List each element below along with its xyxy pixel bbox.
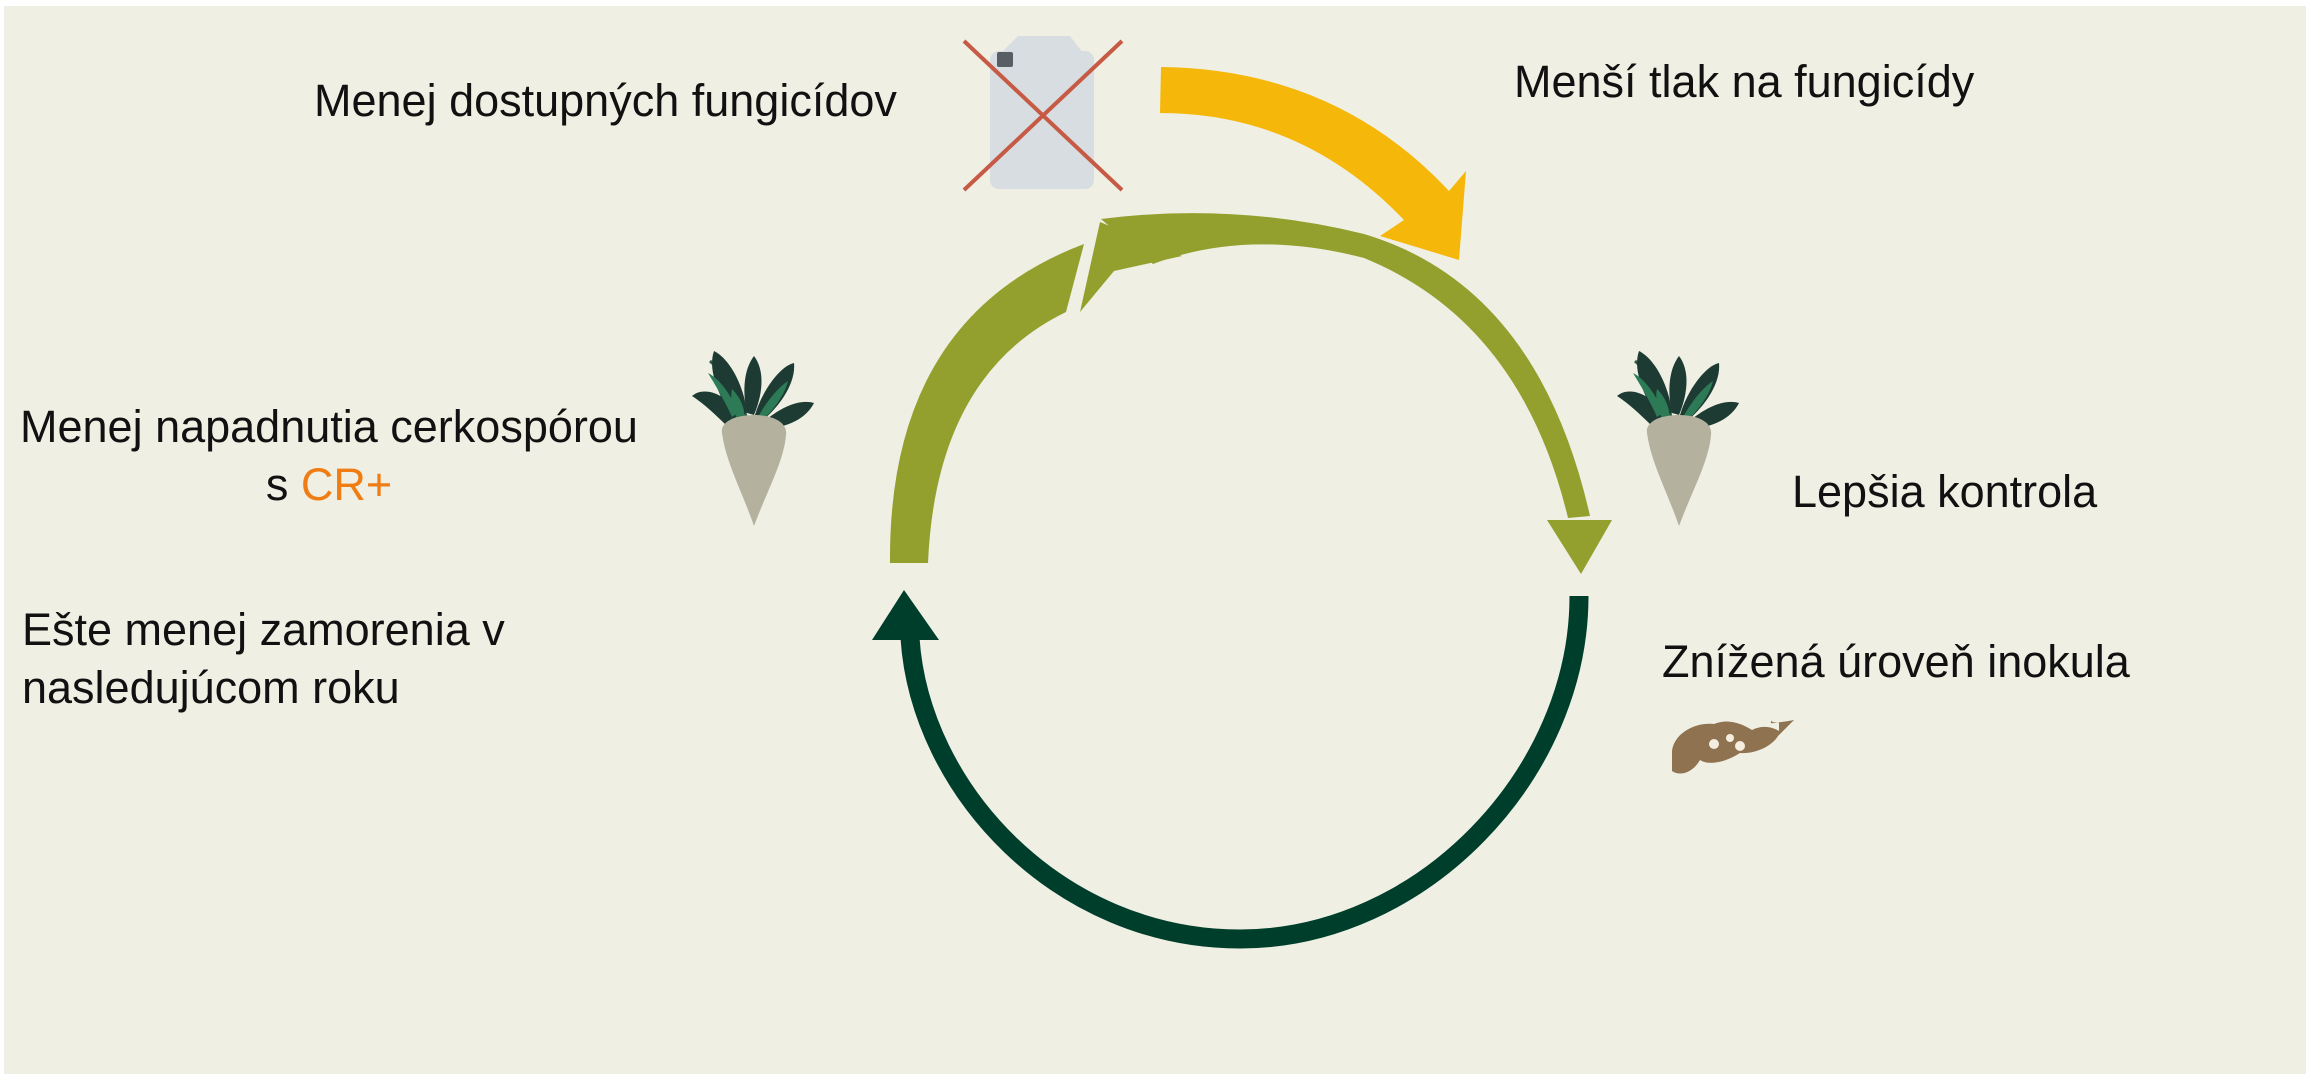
label-less-infection: Menej napadnutia cerkospórou s CR+ xyxy=(20,398,638,513)
olive-arrow-left-head xyxy=(1080,222,1182,312)
arrows-layer xyxy=(690,36,1794,949)
label-fewer-fungicides: Menej dostupných fungicídov xyxy=(314,75,897,126)
label-even-less-line1: Ešte menej zamorenia v xyxy=(22,604,505,655)
olive-arrow-right-head xyxy=(1547,520,1612,574)
cycle-diagram: Menej dostupných fungicídov Menší tlak n… xyxy=(4,6,2306,1074)
dark-arrow-bottom xyxy=(900,595,1589,949)
label-better-control: Lepšia kontrola xyxy=(1792,466,2098,517)
label-less-infection-line2: s CR+ xyxy=(20,456,638,514)
label-less-infection-prefix: s xyxy=(265,458,301,510)
olive-arrow-left xyxy=(889,244,1084,563)
label-even-less: Ešte menej zamorenia v nasledujúcom roku xyxy=(22,601,505,716)
sugar-beet-icon xyxy=(1615,349,1741,528)
olive-arrow-right xyxy=(1101,213,1590,518)
label-less-pressure: Menší tlak na fungicídy xyxy=(1514,56,1975,107)
soil-clod-icon xyxy=(1672,719,1794,774)
dark-arrow-bottom-head xyxy=(872,590,939,640)
label-reduced-inoculum: Znížená úroveň inokula xyxy=(1662,636,2130,687)
sugar-beet-icon xyxy=(690,349,816,528)
label-even-less-line2: nasledujúcom roku xyxy=(22,661,400,713)
yellow-arrow xyxy=(1160,67,1466,260)
label-less-infection-line1: Menej napadnutia cerkospórou xyxy=(20,401,638,452)
crossed-canister-icon xyxy=(962,36,1124,192)
cr-plus-highlight: CR+ xyxy=(300,458,393,510)
